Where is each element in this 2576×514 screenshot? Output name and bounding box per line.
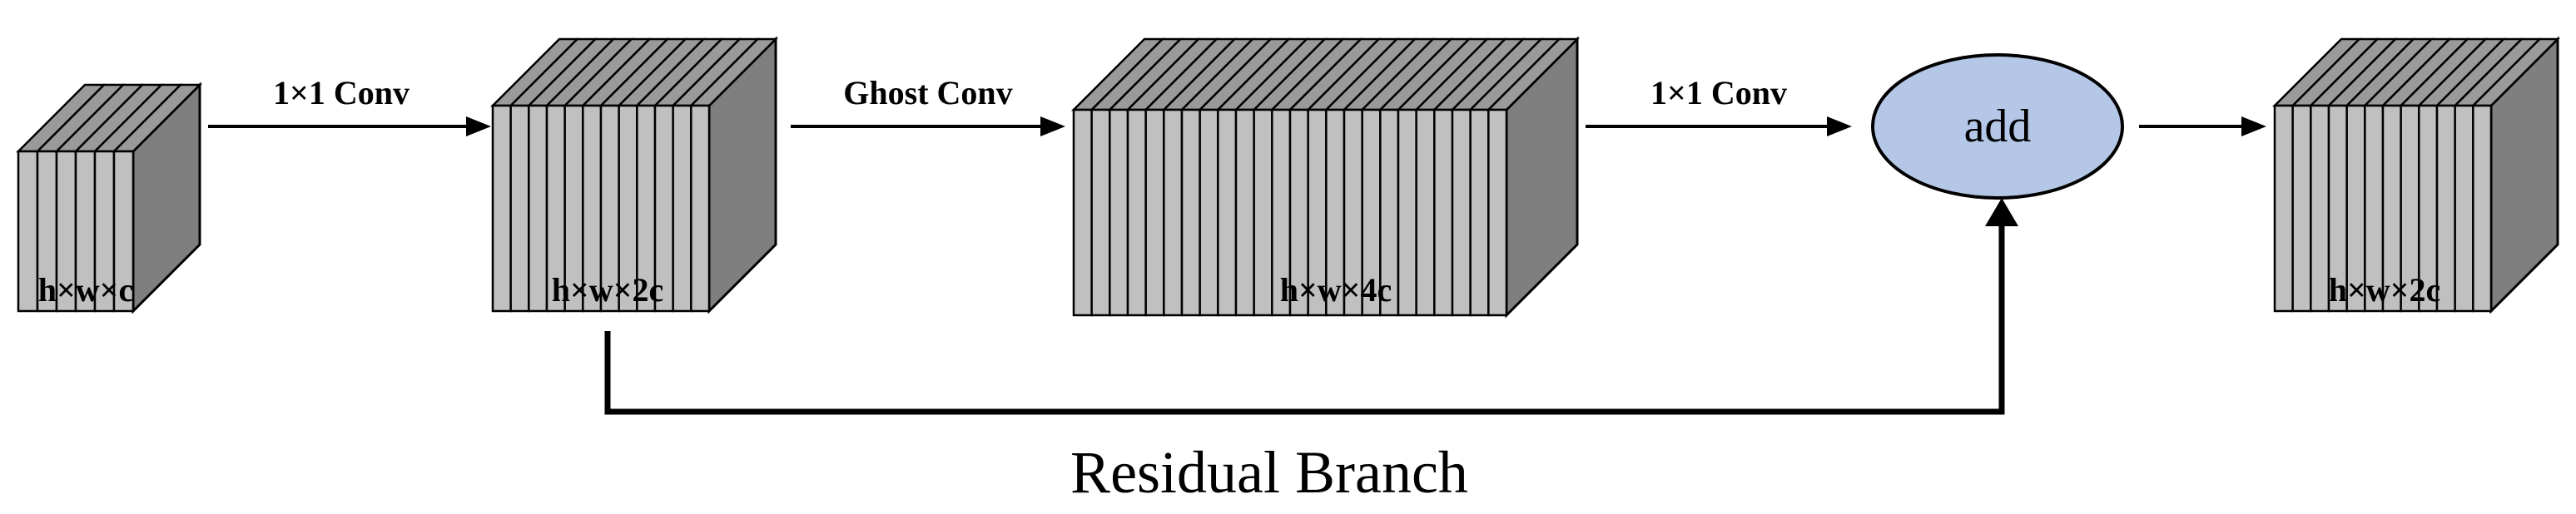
tensor-slice-front <box>509 104 530 313</box>
tensor-block-output <box>2271 36 2561 314</box>
tensor-slice-front <box>1234 108 1255 317</box>
tensor-slice-front <box>1433 108 1454 317</box>
tensor-slice-front <box>1109 108 1129 317</box>
tensor-slice-front <box>2310 104 2330 313</box>
tensor-slice-front <box>2454 104 2474 313</box>
arrow-conv2-head <box>1827 116 1852 136</box>
tensor-label-mid2: h×w×4c <box>1280 271 1392 309</box>
tensor-slice-front <box>528 104 548 313</box>
tensor-slice-front <box>1144 108 1165 317</box>
tensor-slice-front <box>17 150 39 313</box>
residual-branch-line <box>604 223 2005 415</box>
tensor-slice-front <box>1090 108 1111 317</box>
arrow-out-head <box>2241 116 2266 136</box>
tensor-slice-front <box>2472 104 2493 313</box>
tensor-slice-front <box>1180 108 1201 317</box>
tensor-label-mid1: h×w×2c <box>552 271 663 309</box>
tensor-slice-front <box>1451 108 1472 317</box>
add-node-label: add <box>1964 101 2032 152</box>
residual-branch-label: Residual Branch <box>1070 439 1468 506</box>
tensor-slice-front <box>672 104 692 313</box>
tensor-block-input <box>15 82 203 314</box>
tensor-slice-front <box>1415 108 1436 317</box>
arrow-label-ghost: Ghost Conv <box>843 74 1012 111</box>
tensor-slice-front <box>112 150 135 313</box>
tensor-slice-front <box>1397 108 1417 317</box>
tensor-slice-front <box>690 104 711 313</box>
tensor-label-output: h×w×2c <box>2329 271 2440 309</box>
arrow-label-conv1: 1×1 Conv <box>273 74 409 111</box>
tensor-slice-front <box>1253 108 1273 317</box>
residual-branch-arrowhead <box>1985 198 2018 226</box>
tensor-slice-front <box>2273 104 2294 313</box>
tensor-block-mid2 <box>1070 36 1581 319</box>
tensor-label-input: h×w×c <box>38 271 133 309</box>
tensor-slice-front <box>1163 108 1184 317</box>
tensor-block-mid1 <box>489 36 779 314</box>
tensor-slice-front <box>1126 108 1147 317</box>
tensor-slice-front <box>1487 108 1508 317</box>
tensor-slice-front <box>1469 108 1490 317</box>
tensor-slice-front <box>1199 108 1219 317</box>
tensor-slice-front <box>491 104 512 313</box>
arrow-conv1-head <box>466 116 491 136</box>
arrow-label-conv2: 1×1 Conv <box>1650 74 1787 111</box>
tensor-slice-front <box>1072 108 1093 317</box>
tensor-slice-front <box>1217 108 1238 317</box>
add-node <box>1871 53 2124 200</box>
arrow-ghost-head <box>1040 116 1065 136</box>
tensor-slice-front <box>2291 104 2312 313</box>
